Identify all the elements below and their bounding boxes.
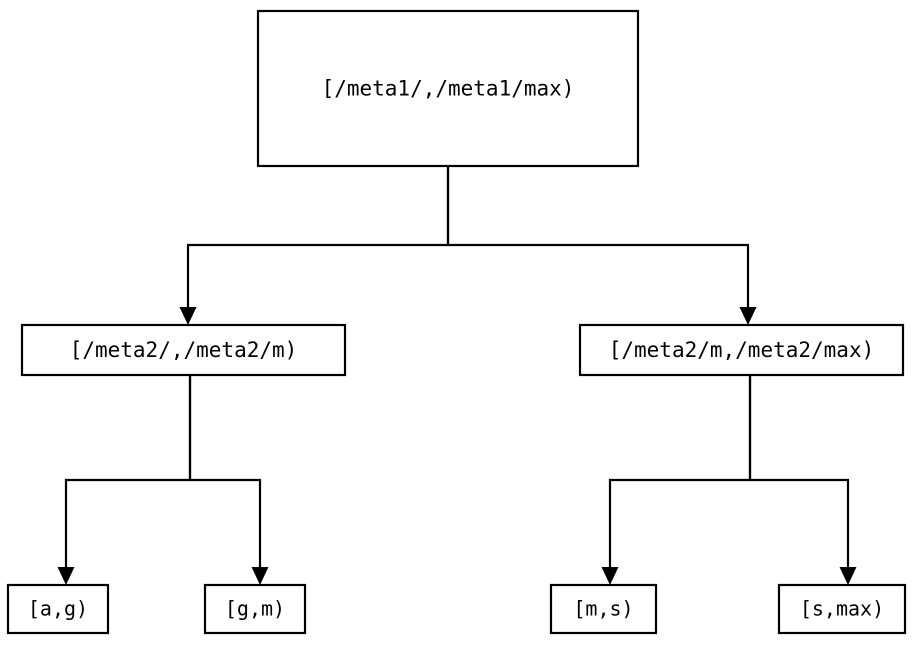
edge-arrowhead bbox=[179, 307, 197, 325]
tree-edge bbox=[57, 375, 192, 585]
edge-arrowhead bbox=[739, 307, 757, 325]
tree-node-mid-right[interactable]: [/meta2/m,/meta2/max) bbox=[578, 323, 905, 377]
node-box[interactable] bbox=[256, 9, 640, 168]
edge-elbow bbox=[186, 243, 448, 307]
node-box[interactable] bbox=[578, 323, 905, 377]
node-box[interactable] bbox=[549, 583, 658, 635]
edge-elbow bbox=[750, 478, 850, 567]
node-label: [/meta2/,/meta2/m) bbox=[70, 338, 298, 362]
tree-node-leaf-ag[interactable]: [a,g) bbox=[6, 583, 110, 635]
tree-node-leaf-gm[interactable]: [g,m) bbox=[203, 583, 307, 635]
tree-node-leaf-smax[interactable]: [s,max) bbox=[777, 583, 907, 635]
node-label: [a,g) bbox=[28, 597, 88, 621]
node-label: [s,max) bbox=[800, 597, 884, 621]
node-label: [/meta1/,/meta1/max) bbox=[322, 77, 575, 101]
tree-edge bbox=[179, 166, 450, 325]
edge-elbow bbox=[448, 243, 750, 307]
node-label: [/meta2/m,/meta2/max) bbox=[609, 338, 875, 362]
tree-edge bbox=[601, 375, 752, 585]
node-box[interactable] bbox=[777, 583, 907, 635]
edges-layer bbox=[57, 166, 857, 585]
node-box[interactable] bbox=[203, 583, 307, 635]
nodes-layer: [/meta1/,/meta1/max) [/meta2/,/meta2/m) [/… bbox=[6, 9, 907, 635]
edge-arrowhead bbox=[57, 567, 75, 585]
edge-elbow bbox=[190, 478, 262, 567]
edge-elbow bbox=[608, 478, 750, 567]
tree-edge bbox=[188, 375, 269, 585]
tree-node-mid-left[interactable]: [/meta2/,/meta2/m) bbox=[20, 323, 347, 377]
edge-arrowhead bbox=[839, 567, 857, 585]
node-box[interactable] bbox=[20, 323, 347, 377]
tree-edge bbox=[748, 375, 857, 585]
edge-elbow bbox=[64, 478, 190, 567]
tree-node-leaf-ms[interactable]: [m,s) bbox=[549, 583, 658, 635]
node-box[interactable] bbox=[6, 583, 110, 635]
tree-node-root[interactable]: [/meta1/,/meta1/max) bbox=[256, 9, 640, 168]
node-label: [m,s) bbox=[573, 597, 633, 621]
tree-edge bbox=[446, 166, 757, 325]
edge-arrowhead bbox=[601, 567, 619, 585]
edge-arrowhead bbox=[251, 567, 269, 585]
node-label: [g,m) bbox=[225, 597, 285, 621]
